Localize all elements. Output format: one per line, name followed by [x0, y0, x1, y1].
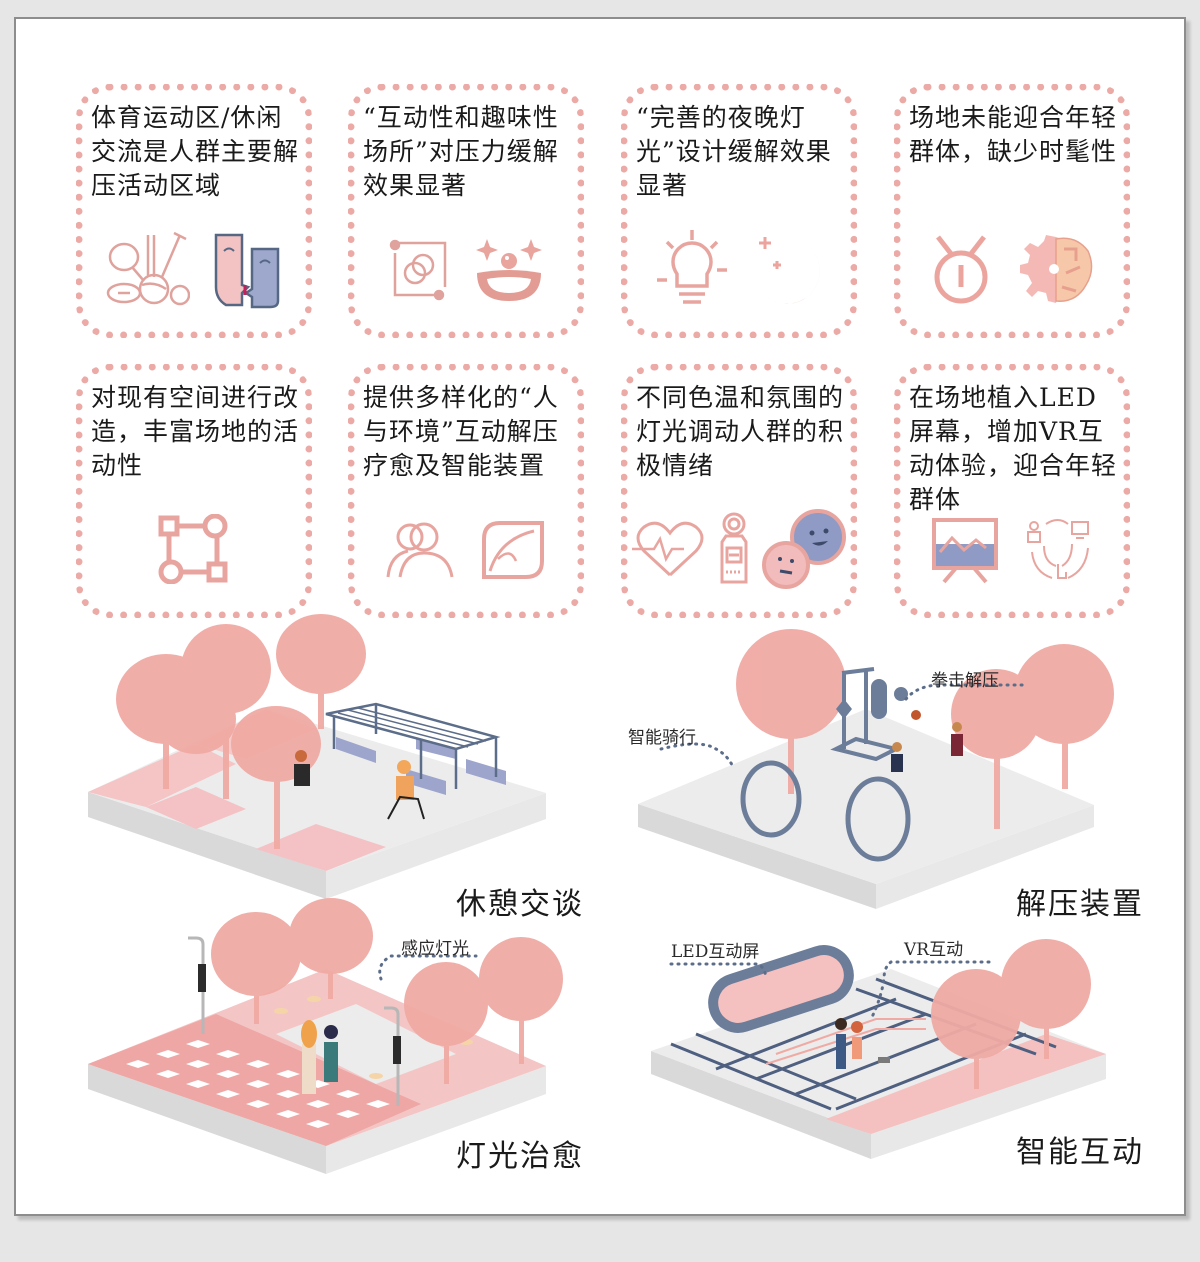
people-icon: [386, 522, 454, 578]
insight-card-interactive-fun: “互动性和趣味性场所”对压力缓解效果显著: [348, 84, 584, 338]
interactive-frame-icon: [389, 239, 447, 301]
insight-card-space-renovation: 对现有空间进行改造，丰富场地的活动性: [76, 364, 312, 618]
scene-smart-interaction: LED互动屏 VR互动 智能互动: [616, 909, 1176, 1189]
card-text: “完善的夜晚灯光”设计缓解效果显著: [636, 103, 832, 200]
scene-title: 智能互动: [1016, 1135, 1144, 1170]
screen-chart-icon: [932, 518, 998, 584]
card-text: 提供多样化的“人与环境”互动解压疗愈及智能装置: [363, 383, 559, 480]
smiley-faces-icon: [762, 509, 846, 589]
vr-interaction-icon: [1027, 519, 1089, 579]
power-button-icon: [934, 235, 988, 304]
isometric-plaza-illustration: [88, 614, 546, 899]
card-text: 体育运动区/休闲交流是人群主要解压活动区域: [91, 103, 300, 200]
card-text: 不同色温和氛围的灯光调动人群的积极情绪: [636, 383, 845, 480]
scene-title: 解压装置: [1016, 887, 1144, 922]
scene-rest-talk: 休憩交谈: [76, 609, 596, 922]
light-meter-icon: [720, 512, 748, 584]
dialogue-masks-icon: [214, 233, 280, 309]
isometric-devices-illustration: [638, 629, 1114, 909]
callout-vr-interaction: VR互动: [904, 940, 964, 960]
light-bulb-icon: [657, 230, 727, 304]
heartbeat-icon: [632, 521, 704, 577]
insight-card-sports-area: 体育运动区/休闲交流是人群主要解压活动区域: [76, 84, 312, 338]
scene-title: 灯光治愈: [456, 1139, 584, 1174]
node-network-icon: [158, 514, 228, 584]
insight-card-youth-appeal: 场地未能迎合年轻群体，缺少时髦性: [894, 84, 1130, 338]
isometric-interaction-illustration: [651, 939, 1106, 1159]
insight-card-human-environment: 提供多样化的“人与环境”互动解压疗愈及智能装置: [348, 364, 584, 618]
card-text: 场地未能迎合年轻群体，缺少时髦性: [909, 103, 1118, 166]
brain-gear-icon: [1020, 235, 1093, 303]
callout-led-screen: LED互动屏: [671, 942, 760, 962]
insight-card-led-vr: 在场地植入LED屏幕，增加VR互动体验，迎合年轻群体: [894, 364, 1130, 618]
card-text: 在场地植入LED屏幕，增加VR互动体验，迎合年轻群体: [909, 383, 1118, 514]
scene-title: 休憩交谈: [456, 887, 584, 922]
insight-card-color-temperature: 不同色温和氛围的灯光调动人群的积极情绪: [621, 364, 857, 618]
sports-equipment-icon: [106, 231, 190, 306]
infographic-panel: 体育运动区/休闲交流是人群主要解压活动区域 “互动性和趣味性场所”对压力缓解效果…: [14, 17, 1186, 1216]
callout-sensor-lighting: 感应灯光: [401, 939, 469, 959]
callout-boxing: 拳击解压: [931, 671, 999, 691]
callout-smart-cycling: 智能骑行: [628, 728, 696, 748]
clown-face-icon: [476, 239, 542, 301]
scene-light-healing: 感应灯光 灯光治愈: [76, 894, 596, 1184]
scene-decompression-devices: 拳击解压 智能骑行 解压装置: [616, 609, 1176, 922]
card-text: “互动性和趣味性场所”对压力缓解效果显著: [363, 103, 559, 200]
card-text: 对现有空间进行改造，丰富场地的活动性: [91, 383, 300, 480]
leaf-icon: [482, 521, 544, 579]
isometric-lighting-illustration: [88, 898, 563, 1174]
moon-stars-icon: [759, 237, 820, 304]
insight-card-night-lighting: “完善的夜晚灯光”设计缓解效果显著: [621, 84, 857, 338]
